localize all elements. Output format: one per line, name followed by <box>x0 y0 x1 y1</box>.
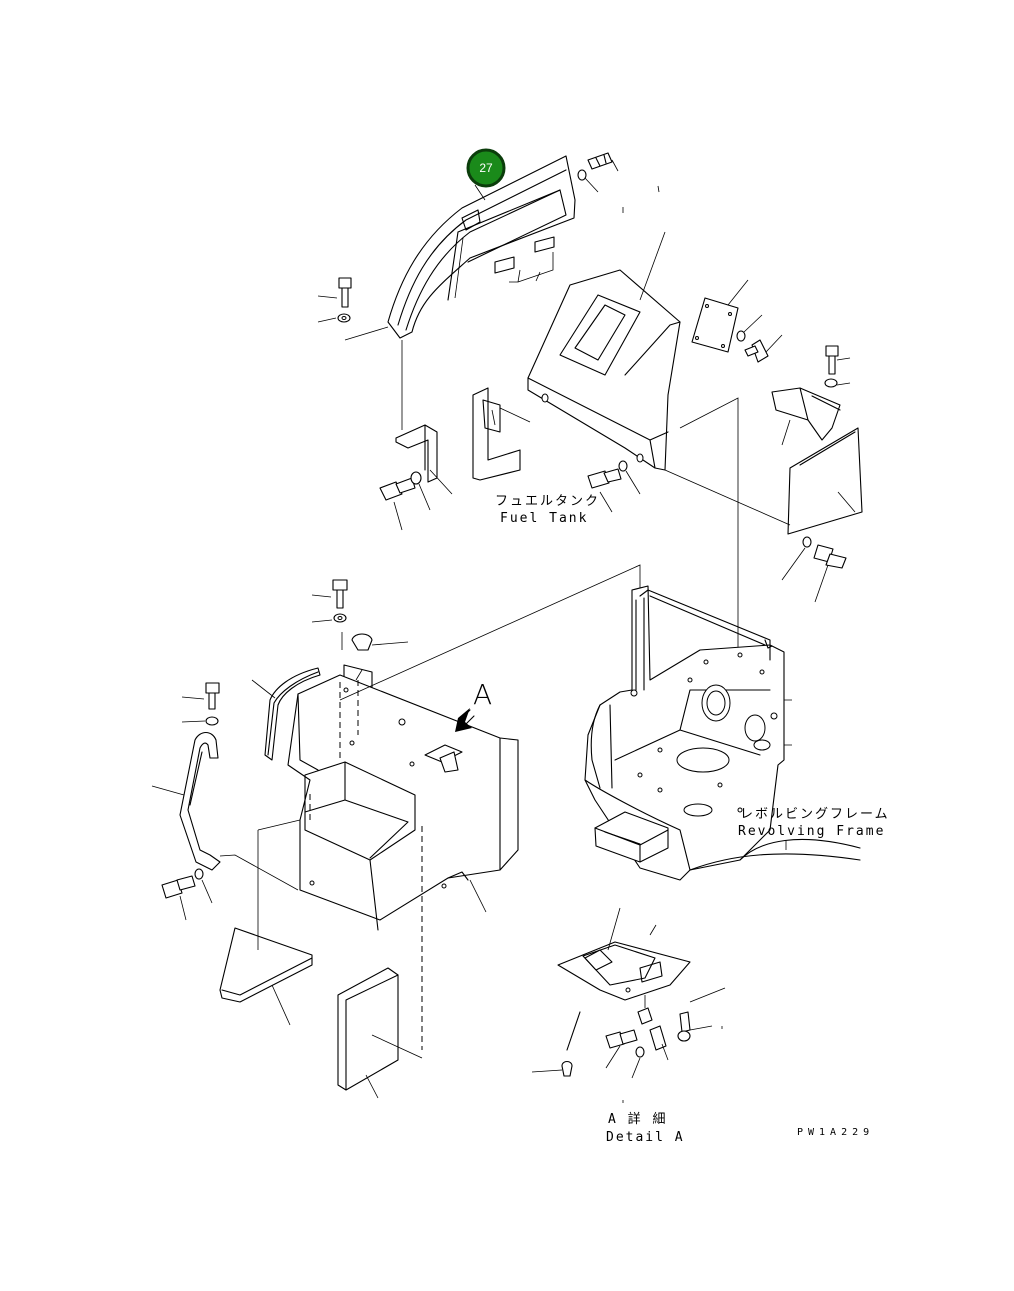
grommet-cap <box>351 633 409 651</box>
revolving-frame[interactable] <box>584 585 861 881</box>
detail-a-clip <box>637 995 653 1025</box>
floor-mat-1[interactable] <box>219 927 313 1003</box>
detail-a-label-jp: A 詳 細 <box>608 1111 667 1127</box>
handrail-pipe[interactable] <box>179 731 221 871</box>
cover-panel-27[interactable] <box>387 155 576 339</box>
bracket-left[interactable] <box>395 424 438 483</box>
revolving-frame-label-en: Revolving Frame <box>738 824 885 839</box>
fuel-tank-label-en: Fuel Tank <box>500 511 588 526</box>
detail-a-knob <box>531 1011 581 1077</box>
bolt-left <box>317 277 352 308</box>
washer-icon <box>577 169 587 181</box>
detail-a-bolt-vertical <box>677 1011 713 1042</box>
frame-step-box <box>594 811 669 863</box>
top-cover-panel[interactable] <box>527 269 681 471</box>
revolving-frame-label-jp: レボルビングフレーム <box>740 807 890 822</box>
drawing-code: PW1A229 <box>797 1127 874 1138</box>
floor-mat-2[interactable] <box>337 967 399 1091</box>
bolt-handrail <box>181 682 220 710</box>
bolt-right-top <box>825 345 851 375</box>
bolt-handrail-bottom <box>161 875 196 921</box>
small-plate[interactable] <box>691 297 739 353</box>
bolt-box-top <box>311 579 348 609</box>
callout-badge-27[interactable]: 27 <box>466 148 506 188</box>
bolt-right-bottom <box>813 544 847 603</box>
side-guard-panel[interactable] <box>787 427 863 535</box>
view-arrow-a <box>455 708 475 732</box>
bolt-top-right <box>587 152 619 172</box>
callout-number: 27 <box>479 161 493 175</box>
fuel-tank-label-jp: フュエルタンク <box>495 494 600 509</box>
detail-a-label-en: Detail A <box>606 1130 685 1145</box>
latch-block[interactable] <box>771 387 841 441</box>
bolt-bracket <box>379 477 416 531</box>
bolt-mid <box>587 468 622 513</box>
detail-a-plate[interactable] <box>557 941 691 1001</box>
detail-a-bracket <box>649 1025 667 1051</box>
toolbox[interactable] <box>287 674 519 931</box>
fuel-tank-side-plate[interactable] <box>472 387 521 481</box>
detail-a-bolt <box>605 1029 638 1069</box>
view-marker-a: A <box>473 678 492 711</box>
bolt-plate <box>744 334 783 363</box>
edge-trim-strip[interactable] <box>264 667 321 761</box>
